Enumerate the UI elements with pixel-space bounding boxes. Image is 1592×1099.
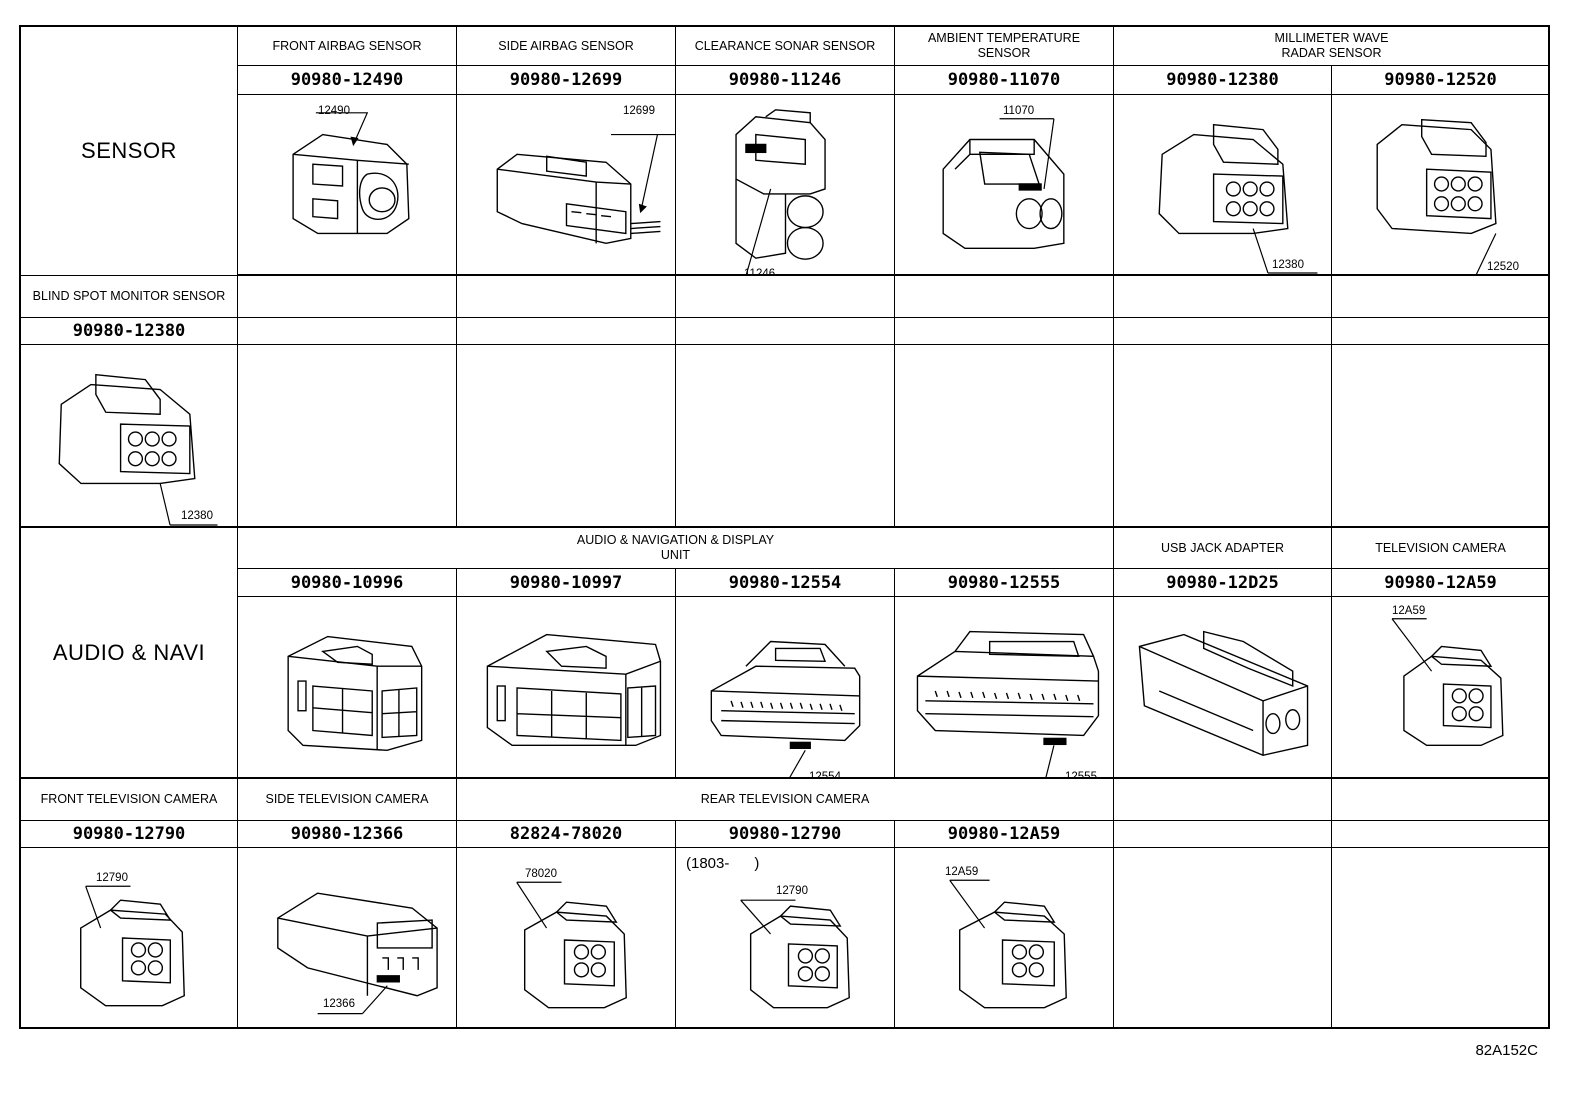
empty-cell [676, 276, 895, 318]
connector-image-10996 [238, 597, 457, 779]
empty-cell [895, 318, 1114, 345]
empty-cell [457, 318, 676, 345]
connector-image-ambient-temp: 11070 [895, 95, 1114, 276]
part-number: 90980-11246 [676, 66, 895, 95]
callout-label: 12790 [776, 885, 808, 897]
part-number: 90980-12554 [676, 569, 895, 597]
empty-cell [1332, 821, 1550, 848]
callout-label: 12555 [1065, 771, 1097, 779]
callout-label: 12554 [809, 771, 841, 779]
part-number: 90980-10997 [457, 569, 676, 597]
part-number: 90980-12699 [457, 66, 676, 95]
part-number: 90980-12520 [1332, 66, 1550, 95]
part-number: 90980-12380 [21, 318, 238, 345]
empty-cell [238, 276, 457, 318]
callout-label: 12790 [96, 872, 128, 884]
header-mmwave-radar: MILLIMETER WAVE RADAR SENSOR [1114, 27, 1550, 66]
empty-cell [1332, 276, 1550, 318]
connector-table: SENSOR FRONT AIRBAG SENSOR SIDE AIRBAG S… [19, 25, 1550, 1029]
empty-cell [238, 318, 457, 345]
empty-cell [676, 345, 895, 528]
part-number: 90980-12366 [238, 821, 457, 848]
figure-code: 82A152C [1475, 1042, 1538, 1059]
callout-label: 12490 [318, 105, 350, 117]
header-front-airbag: FRONT AIRBAG SENSOR [238, 27, 457, 66]
callout-label: 12A59 [1392, 605, 1426, 617]
part-number: 90980-12790 [21, 821, 238, 848]
connector-image-usb-jack [1114, 597, 1332, 779]
empty-cell [895, 345, 1114, 528]
empty-cell [1114, 276, 1332, 318]
header-audio-nav: AUDIO & NAVIGATION & DISPLAY UNIT [238, 528, 1114, 569]
header-blind-spot: BLIND SPOT MONITOR SENSOR [21, 276, 238, 318]
part-number: 90980-10996 [238, 569, 457, 597]
header-front-tv: FRONT TELEVISION CAMERA [21, 779, 238, 821]
header-side-airbag: SIDE AIRBAG SENSOR [457, 27, 676, 66]
connector-image-front-airbag: 12490 [238, 95, 457, 276]
empty-cell [1332, 345, 1550, 528]
empty-cell [1332, 779, 1550, 821]
part-number: 90980-12A59 [895, 821, 1114, 848]
callout-label: 11070 [1003, 105, 1035, 117]
empty-cell [1332, 848, 1550, 1029]
empty-cell [895, 276, 1114, 318]
part-number: 90980-12490 [238, 66, 457, 95]
header-ambient-temp: AMBIENT TEMPERATURE SENSOR [895, 27, 1114, 66]
connector-image-blind-spot: 12380 [21, 345, 238, 528]
part-number: 90980-12380 [1114, 66, 1332, 95]
part-number: 82824-78020 [457, 821, 676, 848]
callout-label: 12520 [1487, 261, 1519, 273]
empty-cell [457, 276, 676, 318]
callout-label: 11246 [744, 268, 776, 276]
header-clearance-sonar: CLEARANCE SONAR SENSOR [676, 27, 895, 66]
connector-image-side-airbag: 12699 [457, 95, 676, 276]
callout-label: 12380 [1272, 259, 1304, 271]
callout-label: 12366 [323, 998, 355, 1010]
header-side-tv: SIDE TELEVISION CAMERA [238, 779, 457, 821]
empty-cell [1114, 779, 1332, 821]
part-number: 90980-12790 [676, 821, 895, 848]
connector-image-10997 [457, 597, 676, 779]
header-tv-camera: TELEVISION CAMERA [1332, 528, 1550, 569]
empty-cell [676, 318, 895, 345]
connector-image-12555: 12555 [895, 597, 1114, 779]
connector-image-tv-camera: 12A59 [1332, 597, 1550, 779]
part-number: 90980-12555 [895, 569, 1114, 597]
connector-image-clearance-sonar: 11246 [676, 95, 895, 276]
callout-label: 12699 [623, 105, 655, 117]
empty-cell [1114, 318, 1332, 345]
empty-cell [1114, 821, 1332, 848]
empty-cell [457, 345, 676, 528]
connector-image-rear-78020: 78020 [457, 848, 676, 1029]
callout-label: 12380 [181, 510, 213, 522]
section-label-sensor: SENSOR [21, 27, 238, 276]
connector-image-12554: 12554 [676, 597, 895, 779]
empty-cell [1114, 848, 1332, 1029]
callout-label: 78020 [525, 868, 557, 880]
connector-image-side-tv: 12366 [238, 848, 457, 1029]
connector-image-rear-12790: (1803- ) 12790 [676, 848, 895, 1029]
part-number: 90980-11070 [895, 66, 1114, 95]
part-number: 90980-12D25 [1114, 569, 1332, 597]
date-note: (1803- ) [686, 855, 760, 872]
callout-label: 12A59 [945, 866, 979, 878]
header-usb-jack: USB JACK ADAPTER [1114, 528, 1332, 569]
empty-cell [1332, 318, 1550, 345]
section-label-audio: AUDIO & NAVI [21, 528, 238, 779]
connector-image-front-tv: 12790 [21, 848, 238, 1029]
connector-image-mmwave-12380: 12380 [1114, 95, 1332, 276]
empty-cell [238, 345, 457, 528]
connector-image-rear-12a59: 12A59 [895, 848, 1114, 1029]
connector-image-mmwave-12520: 12520 [1332, 95, 1550, 276]
empty-cell [1114, 345, 1332, 528]
header-rear-tv: REAR TELEVISION CAMERA [457, 779, 1114, 821]
part-number: 90980-12A59 [1332, 569, 1550, 597]
